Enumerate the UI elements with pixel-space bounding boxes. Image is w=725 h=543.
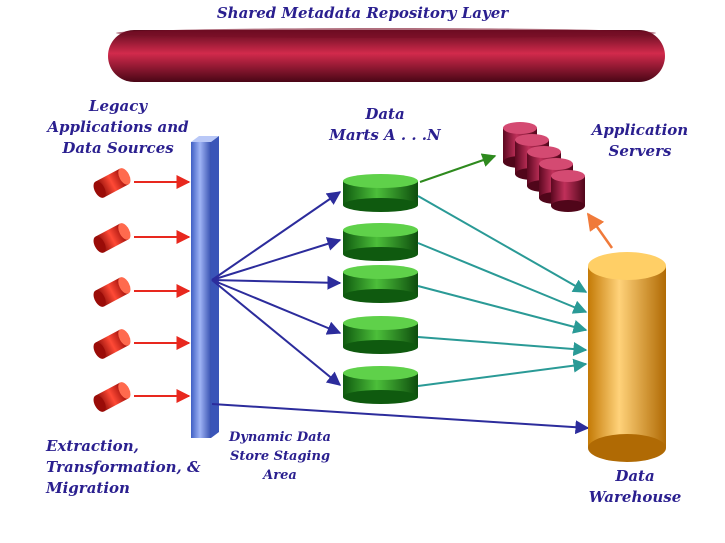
app-server-5 xyxy=(551,170,585,212)
mart-5-to-warehouse-arrow xyxy=(417,358,588,387)
repository-band xyxy=(108,28,665,82)
staging-arrow-mart-2 xyxy=(211,237,342,281)
data-warehouse-cylinder xyxy=(588,252,666,462)
mart-1-to-warehouse-arrow xyxy=(417,195,588,293)
data-mart-5 xyxy=(343,366,418,404)
repository-label: Shared Metadata Repository Layer xyxy=(216,4,509,22)
data-warehouse-label: Data Warehouse xyxy=(588,467,682,506)
staging-to-warehouse-arrow xyxy=(211,403,590,435)
staging-arrow-mart-4 xyxy=(211,279,342,335)
mart-3-to-warehouse-arrow xyxy=(417,285,588,334)
marts-to-warehouse-arrows xyxy=(417,195,588,387)
data-mart-3 xyxy=(343,265,418,303)
staging-arrow-mart-1 xyxy=(211,191,342,281)
application-servers xyxy=(503,122,585,212)
staging-area-label: Dynamic Data Store Staging Area xyxy=(229,430,331,483)
data-marts xyxy=(343,174,418,404)
warehouse-to-servers-arrow xyxy=(586,212,614,249)
staging-to-marts-arrows xyxy=(211,191,590,435)
legacy-source-4 xyxy=(93,329,131,359)
data-mart-2 xyxy=(343,223,418,261)
source-to-staging-arrows xyxy=(134,175,191,403)
legacy-source-3 xyxy=(93,277,131,307)
data-mart-4 xyxy=(343,316,418,354)
legacy-source-cylinders xyxy=(93,168,131,412)
staging-area-bar xyxy=(191,136,219,438)
legacy-sources-label: Legacy Applications and Data Sources xyxy=(47,97,189,157)
legacy-source-2 xyxy=(93,223,131,253)
legacy-source-1 xyxy=(93,168,131,198)
staging-arrow-mart-5 xyxy=(211,279,342,386)
mart-2-to-warehouse-arrow xyxy=(417,242,588,314)
data-mart-1 xyxy=(343,174,418,212)
staging-arrow-mart-3 xyxy=(211,275,342,290)
mart-to-servers-arrow xyxy=(419,153,497,183)
legacy-source-5 xyxy=(93,382,131,412)
application-servers-label: Application Servers xyxy=(591,121,689,160)
data-marts-label: Data Marts A . . .N xyxy=(329,105,441,144)
mart-4-to-warehouse-arrow xyxy=(417,336,588,357)
etl-label: Extraction, Transformation, & Migration xyxy=(46,437,201,497)
